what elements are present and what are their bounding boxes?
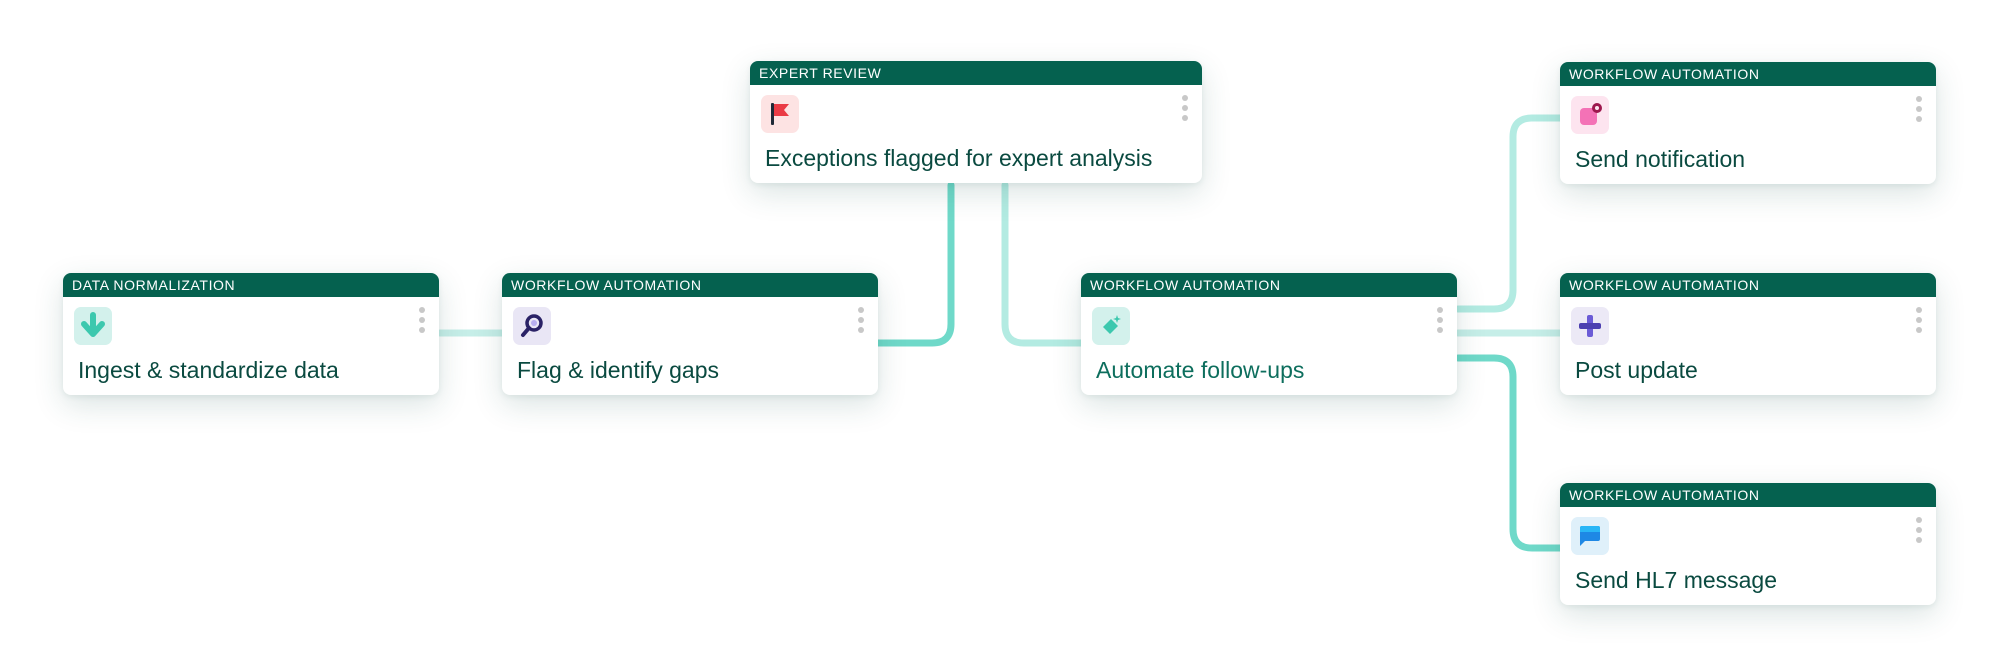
node-post-update[interactable]: WORKFLOW AUTOMATION Post update [1560,273,1936,395]
more-options-icon[interactable] [419,307,425,333]
node-category-label: WORKFLOW AUTOMATION [1081,273,1457,297]
node-ingest-standardize-data[interactable]: DATA NORMALIZATION Ingest & standardize … [63,273,439,395]
more-options-icon[interactable] [858,307,864,333]
more-options-icon[interactable] [1916,307,1922,333]
connector-flag-to-expert [874,181,955,347]
red-flag-icon [761,95,799,133]
chat-bubble-icon [1571,517,1609,555]
node-category-label: DATA NORMALIZATION [63,273,439,297]
node-expert-review[interactable]: EXPERT REVIEW Exceptions flagged for exp… [750,61,1202,183]
download-arrow-icon [74,307,112,345]
node-category-label: WORKFLOW AUTOMATION [1560,483,1936,507]
node-title: Send HL7 message [1575,567,1778,593]
more-options-icon[interactable] [1916,96,1922,122]
connector-automate-to-notify [1454,114,1564,313]
connector-expert-to-automate [1001,181,1087,347]
plus-cross-icon [1571,307,1609,345]
node-send-hl7-message[interactable]: WORKFLOW AUTOMATION Send HL7 message [1560,483,1936,605]
node-title: Exceptions flagged for expert analysis [765,145,1153,171]
node-title: Post update [1575,357,1698,383]
notification-badge-icon [1571,96,1609,134]
tag-sparkle-icon [1092,307,1130,345]
node-category-label: WORKFLOW AUTOMATION [1560,62,1936,86]
node-title: Flag & identify gaps [517,357,720,383]
node-category-label: WORKFLOW AUTOMATION [502,273,878,297]
magnifier-icon [513,307,551,345]
node-title: Automate follow-ups [1096,357,1305,383]
node-title: Send notification [1575,146,1746,172]
node-automate-follow-ups[interactable]: WORKFLOW AUTOMATION Automate follow-ups [1081,273,1457,395]
node-category-label: WORKFLOW AUTOMATION [1560,273,1936,297]
node-send-notification[interactable]: WORKFLOW AUTOMATION Send notification [1560,62,1936,184]
node-title: Ingest & standardize data [78,357,339,383]
connector-automate-to-hl7 [1454,354,1564,552]
more-options-icon[interactable] [1182,95,1188,121]
node-flag-identify-gaps[interactable]: WORKFLOW AUTOMATION Flag & identify gaps [502,273,878,395]
more-options-icon[interactable] [1437,307,1443,333]
more-options-icon[interactable] [1916,517,1922,543]
node-category-label: EXPERT REVIEW [750,61,1202,85]
